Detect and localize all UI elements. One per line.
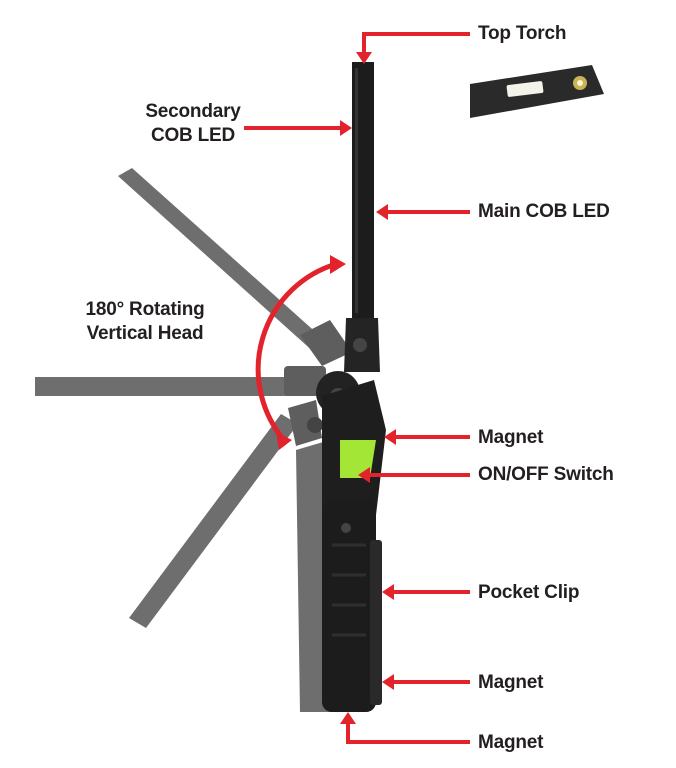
label-secondary-cob-line1: Secondary: [145, 101, 241, 122]
rotation-arc: [255, 255, 346, 450]
label-pocket-clip: Pocket Clip: [478, 582, 580, 603]
label-top-torch: Top Torch: [478, 23, 567, 44]
label-secondary-cob-line2: COB LED: [150, 125, 236, 146]
ghost-head-lower: [129, 400, 322, 628]
inset-top-torch: [470, 62, 630, 120]
label-rotating-head-line1: 180° Rotating: [85, 299, 205, 320]
ghost-head-horizontal: [35, 366, 326, 396]
label-rotating-head-line2: Vertical Head: [86, 323, 204, 344]
label-magnet-upper: Magnet: [478, 427, 544, 448]
vertical-head: [344, 62, 380, 372]
label-magnet-lower: Magnet: [478, 672, 544, 693]
label-magnet-bottom: Magnet: [478, 732, 544, 753]
label-on-off-switch: ON/OFF Switch: [478, 464, 614, 485]
callout-arrows: [244, 32, 470, 744]
main-body: [322, 380, 386, 712]
label-main-cob-led: Main COB LED: [478, 201, 610, 222]
